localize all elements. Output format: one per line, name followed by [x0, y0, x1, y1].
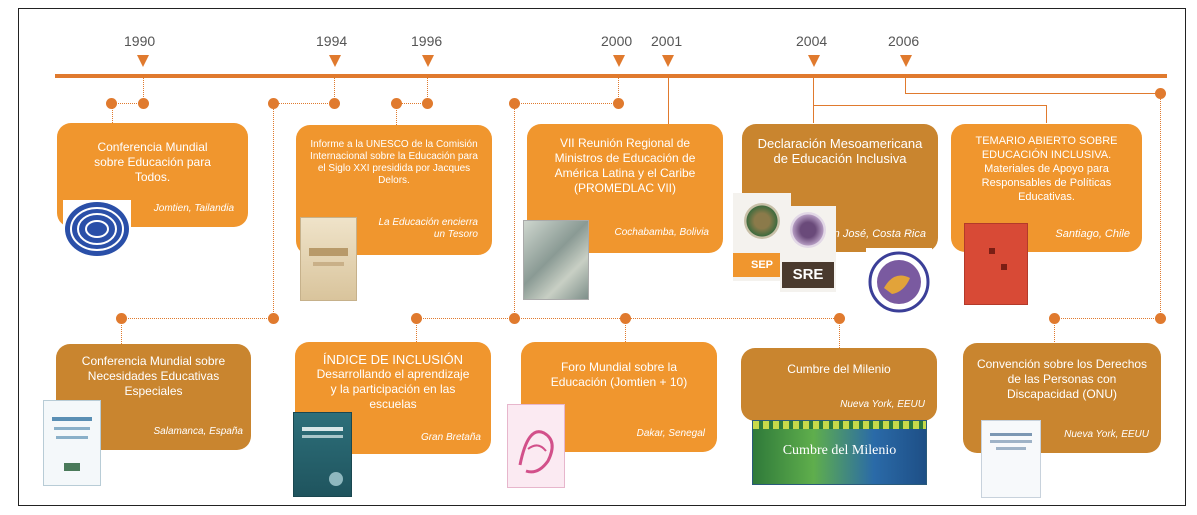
event-place: Nueva York, EEUU — [1064, 429, 1149, 440]
connector — [618, 78, 619, 103]
connector — [813, 105, 1046, 106]
year-label: 2001 — [651, 33, 683, 49]
sre-label: SRE — [782, 262, 834, 288]
sre-logo: SRE — [780, 206, 836, 292]
indice-cover — [293, 412, 352, 497]
connector — [334, 78, 335, 103]
event-title: Cumbre del Milenio — [787, 362, 891, 376]
connector-dot — [422, 98, 433, 109]
connector — [416, 318, 417, 342]
timeline-axis — [55, 74, 1167, 78]
cumbre-banner-label: Cumbre del Milenio — [782, 443, 897, 458]
event-place: Jomtien, Tailandia — [153, 203, 234, 214]
year-label: 2004 — [796, 33, 828, 49]
year-marker-arrow — [137, 55, 149, 67]
connector — [1046, 105, 1047, 123]
promedlac-image — [523, 220, 589, 300]
event-title: VII Reunión Regional de Ministros de Edu… — [554, 136, 696, 195]
connector — [121, 318, 273, 319]
connector — [514, 103, 515, 318]
event-title: TEMARIO ABIERTO SOBRE EDUCACIÓN INCLUSIV… — [975, 135, 1118, 203]
event-title: Conferencia Mundial sobre Educación para… — [94, 140, 211, 184]
event-box-mesoamericana: Declaración Mesoamericana de Educación I… — [742, 124, 938, 252]
connector — [813, 78, 814, 123]
connector — [121, 318, 122, 344]
connector — [1054, 318, 1055, 344]
event-title: Informe a la UNESCO de la Comisión Inter… — [310, 139, 478, 186]
event-title: Declaración Mesoamericana de Educación I… — [757, 136, 923, 166]
year-marker-arrow — [329, 55, 341, 67]
connector — [1160, 93, 1161, 318]
connector-dot — [106, 98, 117, 109]
connector — [396, 103, 427, 104]
connector-dot — [613, 98, 624, 109]
year-label: 2006 — [888, 33, 920, 49]
temario-cover — [964, 223, 1028, 305]
connector — [396, 103, 397, 125]
year-label: 2000 — [601, 33, 633, 49]
onu-convention-cover — [981, 420, 1041, 498]
efa-logo — [63, 200, 131, 258]
event-place: Gran Bretaña — [420, 432, 481, 443]
salamanca-cover — [43, 400, 101, 486]
event-place: Cochabamba, Bolivia — [614, 227, 710, 238]
connector — [839, 318, 840, 348]
year-marker-arrow — [900, 55, 912, 67]
year-marker-arrow — [422, 55, 434, 67]
event-box-milenio: Cumbre del Milenio Nueva York, EEUU — [741, 348, 937, 421]
event-subtitle: Desarrollando el aprendizaje y la partic… — [316, 367, 470, 411]
year-marker-arrow — [613, 55, 625, 67]
connector — [112, 103, 113, 123]
connector-dot — [268, 313, 279, 324]
book-cover-educacion — [300, 217, 357, 301]
year-marker-arrow — [808, 55, 820, 67]
connector — [273, 103, 334, 104]
event-place: Salamanca, España — [153, 426, 243, 437]
connector — [1054, 318, 1160, 319]
connector — [273, 103, 274, 318]
connector — [905, 93, 1160, 94]
event-title: Convención sobre los Derechos de las Per… — [976, 357, 1148, 401]
year-marker-arrow — [662, 55, 674, 67]
connector — [143, 78, 144, 103]
event-title: ÍNDICE DE INCLUSIÓN — [322, 352, 464, 367]
event-place: Nueva York, EEUU — [840, 399, 925, 410]
cumbre-milenio-banner: Cumbre del Milenio — [752, 420, 927, 485]
event-place: Dakar, Senegal — [636, 428, 705, 439]
year-label: 1994 — [316, 33, 348, 49]
connector-dot — [329, 98, 340, 109]
mesoamerica-seal — [866, 248, 932, 318]
event-place: San José, Costa Rica — [820, 228, 926, 240]
figure-frame — [18, 8, 1186, 506]
connector — [112, 103, 143, 104]
book-title: La Educación encierra un Tesoro — [378, 217, 478, 240]
dakar-poster — [507, 404, 565, 488]
year-label: 1990 — [124, 33, 156, 49]
connector — [625, 318, 626, 342]
year-label: 1996 — [411, 33, 443, 49]
connector — [905, 78, 906, 93]
connector-dot — [1155, 313, 1166, 324]
connector — [514, 103, 618, 104]
connector-dot — [138, 98, 149, 109]
connector — [427, 78, 428, 103]
event-title: Conferencia Mundial sobre Necesidades Ed… — [81, 354, 226, 398]
connector — [668, 78, 669, 124]
event-place: Santiago, Chile — [1055, 228, 1130, 240]
event-title: Foro Mundial sobre la Educación (Jomtien… — [550, 360, 688, 389]
